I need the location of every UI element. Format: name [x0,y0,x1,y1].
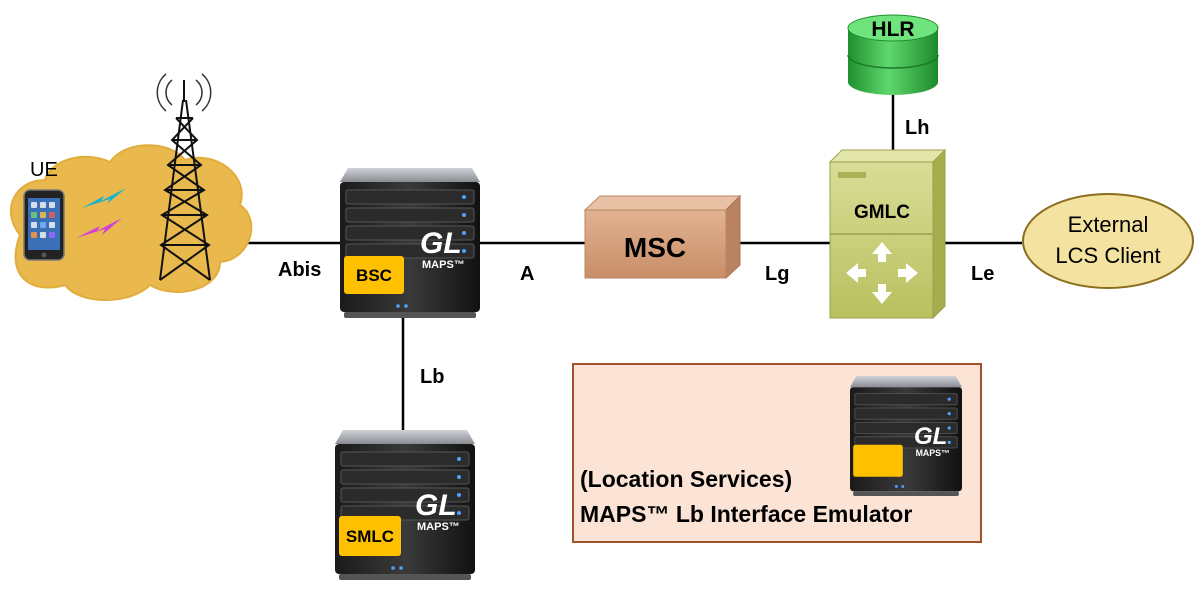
legend-server-icon: GL MAPS™ [849,375,963,497]
lh-interface-label: Lh [905,117,929,139]
bsc-maps-logo: MAPS™ [422,259,465,271]
bsc-label: BSC [356,266,392,285]
ue-label: UE [30,159,58,181]
smlc-label: SMLC [346,527,394,546]
lb-interface-label: Lb [420,366,444,388]
msc-label: MSC [624,232,686,263]
lcs-client-line2: LCS Client [1055,243,1160,268]
radio-signal-icon [76,188,126,238]
external-lcs-client: External LCS Client [1022,193,1194,289]
cell-tower-icon [156,73,212,281]
legend-maps-logo: MAPS™ [916,448,950,458]
legend-gl-logo: GL [914,423,947,450]
bsc-gl-logo: GL [420,227,462,260]
le-interface-label: Le [971,263,994,285]
gmlc-node: GMLC [828,148,947,320]
gmlc-label: GMLC [854,202,910,223]
smlc-server: GL MAPS™ SMLC [334,429,476,581]
radio-access-cloud [9,144,253,301]
abis-interface-label: Abis [278,259,321,281]
lg-interface-label: Lg [765,263,789,285]
hlr-database-icon: HLR [847,14,939,95]
router-arrows-icon [846,242,918,304]
legend-title-line2: MAPS™ Lb Interface Emulator [580,501,912,527]
emulator-legend-box: GL MAPS™ (Location Services) MAPS™ Lb In… [572,363,982,543]
bsc-server: GL MAPS™ BSC [339,167,481,319]
lcs-client-line1: External [1068,212,1149,237]
smlc-gl-logo: GL [415,489,457,522]
connection-lines [245,95,1022,430]
smlc-maps-logo: MAPS™ [417,521,460,533]
hlr-label: HLR [871,18,914,41]
msc-node: MSC [583,194,742,280]
a-interface-label: A [520,263,534,285]
legend-title-line1: (Location Services) [580,466,792,492]
ue-phone-icon [23,189,65,261]
